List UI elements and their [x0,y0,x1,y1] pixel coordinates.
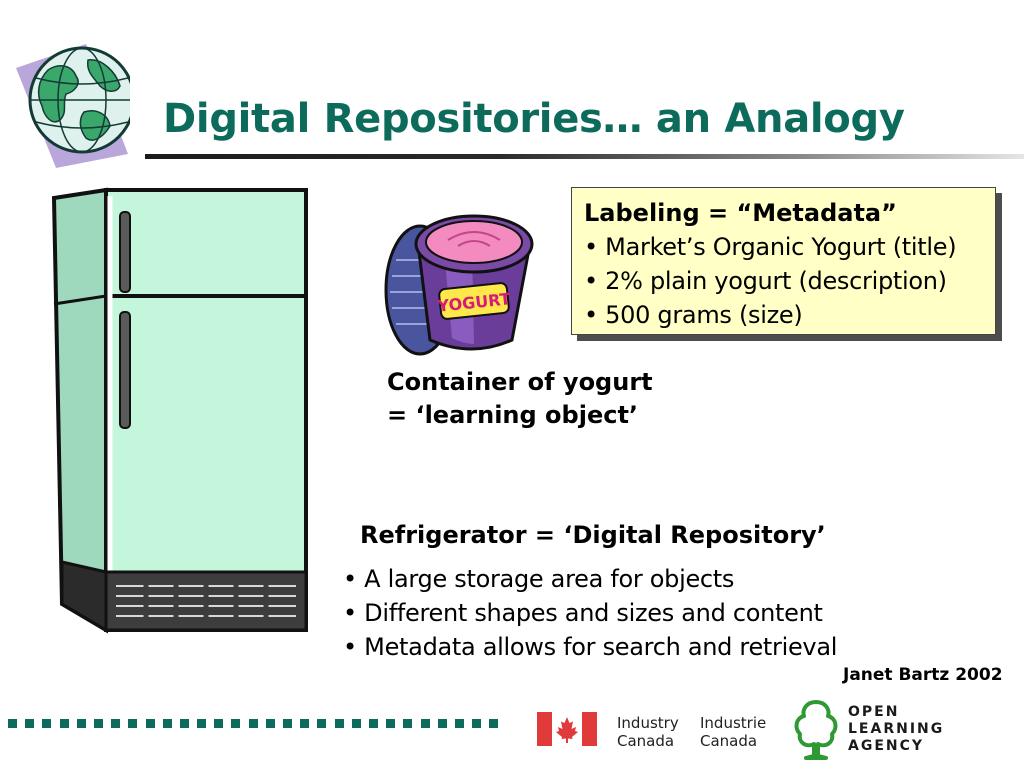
repository-heading: Refrigerator = ‘Digital Repository’ [360,521,826,549]
yogurt-caption-line1: Container of yogurt [387,368,653,396]
yogurt-caption: Container of yogurt = ‘learning object’ [387,366,653,432]
open-learning-agency-text: OPEN LEARNING AGENCY [848,704,945,754]
metadata-heading: Labeling = “Metadata” [584,199,897,227]
metadata-item-title: • Market’s Organic Yogurt (title) [584,233,957,261]
metadata-item-size: • 500 grams (size) [584,301,803,329]
title-underline [145,154,1024,159]
yogurt-cup-icon: YOGURT [384,214,534,356]
repository-item-metadata: • Metadata allows for search and retriev… [343,633,838,661]
author-credit: Janet Bartz 2002 [843,665,1003,685]
yogurt-caption-line2: = ‘learning object’ [387,401,639,429]
refrigerator-icon [51,187,308,634]
footer-dotted-line [8,719,499,728]
metadata-box: Labeling = “Metadata” • Market’s Organic… [571,187,996,335]
repository-item-storage: • A large storage area for objects [343,565,735,593]
tree-icon [794,700,838,760]
repository-list: • A large storage area for objects • Dif… [343,562,837,664]
canada-flag-icon [537,712,597,746]
industry-canada-en: Industry Canada [617,714,679,750]
repository-item-shapes: • Different shapes and sizes and content [343,599,823,627]
metadata-item-description: • 2% plain yogurt (description) [584,267,947,295]
slide-title: Digital Repositories… an Analogy [163,96,905,142]
industrie-canada-fr: Industrie Canada [700,714,767,750]
globe-icon [16,44,130,168]
